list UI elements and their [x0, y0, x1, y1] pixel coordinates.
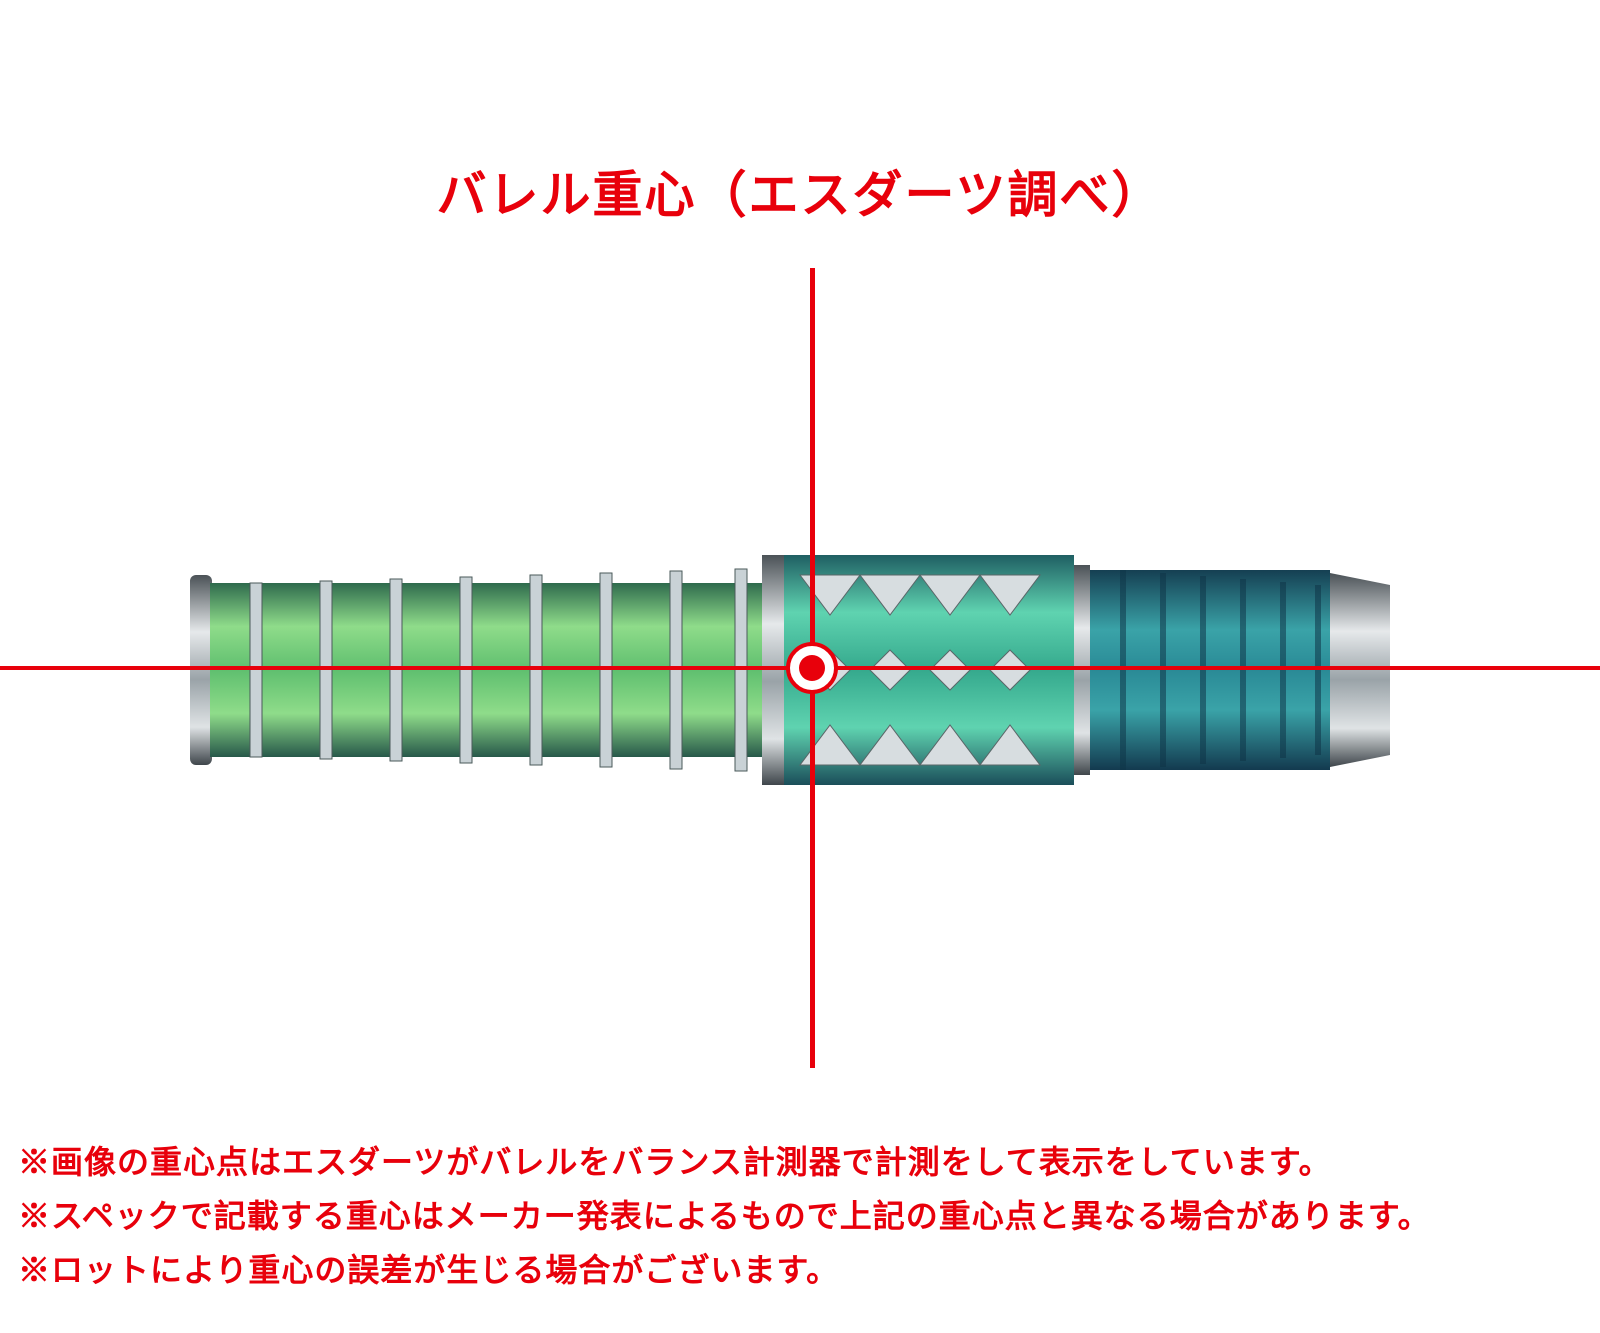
green-section	[210, 583, 770, 757]
note-2: ※スペックで記載する重心はメーカー発表によるもので上記の重心点と異なる場合があり…	[18, 1197, 1431, 1235]
blue-ribs	[1120, 570, 1321, 770]
note-1: ※画像の重心点はエスダーツがバレルをバランス計測器で計測をして表示をしています。	[18, 1143, 1332, 1181]
blue-section	[1090, 570, 1330, 770]
green-grooves	[249, 568, 748, 772]
rear-ring	[190, 575, 212, 765]
note-3: ※ロットにより重心の誤差が生じる場合がございます。	[18, 1251, 840, 1289]
divider-ring-2	[1074, 565, 1090, 775]
center-of-gravity-marker	[786, 642, 838, 694]
barrel-illustration	[190, 555, 1390, 785]
page-title: バレル重心（エスダーツ調べ）	[436, 165, 1164, 224]
front-tip	[1330, 573, 1390, 767]
notes: ※画像の重心点はエスダーツがバレルをバランス計測器で計測をして表示をしています。…	[18, 1135, 1588, 1297]
divider-ring-1	[762, 555, 784, 785]
